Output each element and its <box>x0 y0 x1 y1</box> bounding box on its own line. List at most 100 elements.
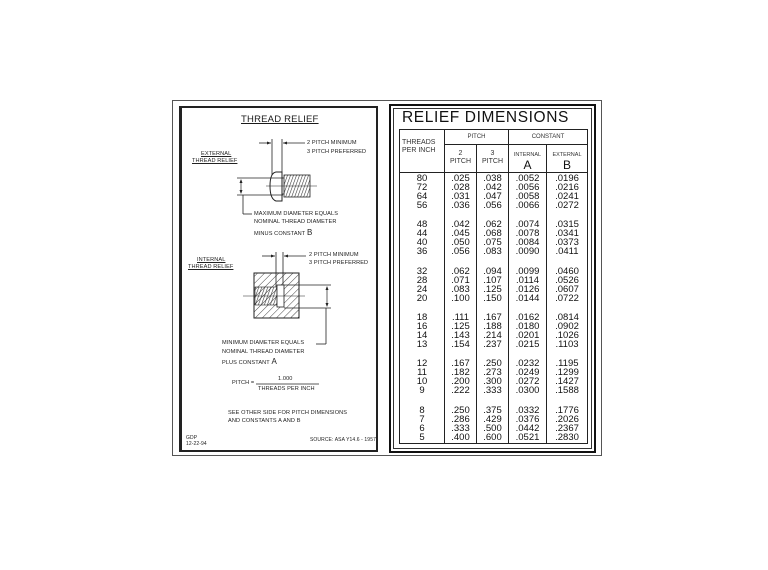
table-value: 5 <box>419 431 425 443</box>
pitch-2-cell: .111.125.143.154 <box>444 313 477 360</box>
table-value: 14 <box>416 330 428 342</box>
see-other-side-2: AND CONSTANTS A AND B <box>228 418 301 424</box>
table-value: .0180 <box>515 321 540 333</box>
table-value: .375 <box>483 404 502 416</box>
table-value: .0066 <box>515 200 540 211</box>
table-value: .1299 <box>555 367 579 379</box>
relief-dimensions-card <box>389 104 596 453</box>
table-value: .167 <box>451 358 470 370</box>
table-value: .0196 <box>555 173 579 184</box>
internal-note-2: NOMINAL THREAD DIAMETER <box>222 349 305 355</box>
table-value: .0902 <box>555 321 579 333</box>
constant-b-cell: .1776.2026.2367.2830 <box>546 404 588 444</box>
pitch-3-cell: .062.068.075.083 <box>476 220 509 267</box>
table-value: 40 <box>416 237 428 249</box>
table-value: .0052 <box>515 173 540 184</box>
table-value: .0084 <box>515 237 540 249</box>
table-value: .0201 <box>515 330 540 342</box>
table-value: .0078 <box>515 228 540 240</box>
header-pitch: PITCH <box>444 129 509 145</box>
external-label-2: THREAD RELIEF <box>192 158 238 164</box>
table-value: .429 <box>483 413 502 425</box>
table-value: .071 <box>451 274 470 286</box>
table-value: 80 <box>416 173 428 184</box>
table-value: .333 <box>451 422 470 434</box>
table-value: .036 <box>451 200 470 211</box>
table-value: 20 <box>416 292 428 304</box>
table-value: .400 <box>451 431 470 443</box>
table-value: .047 <box>483 191 502 202</box>
table-value: 32 <box>416 265 428 277</box>
external-note-1: MAXIMUM DIAMETER EQUALS <box>254 211 339 217</box>
table-value: .0056 <box>515 182 540 193</box>
table-value: .1776 <box>555 404 579 416</box>
pitch-2-cell: .042.045.050.056 <box>444 220 477 267</box>
table-value: .038 <box>483 173 502 184</box>
relief-dimensions-title: RELIEF DIMENSIONS <box>402 109 569 126</box>
table-value: 13 <box>416 339 428 351</box>
table-value: .0090 <box>515 246 540 258</box>
table-value: .0162 <box>515 312 540 324</box>
doc-date: 12-22-94 <box>186 441 207 447</box>
table-value: .237 <box>483 339 502 351</box>
table-value: .028 <box>451 182 470 193</box>
table-value: .0099 <box>515 265 540 277</box>
header-threads-per-inch: THREADS PER INCH <box>399 129 445 173</box>
table-value: 8 <box>419 404 425 416</box>
table-value: .0411 <box>555 246 579 258</box>
see-other-side-1: SEE OTHER SIDE FOR PITCH DIMENSIONS <box>228 410 348 416</box>
pitch-3-cell: .167.188.214.237 <box>476 312 509 360</box>
table-value: .083 <box>451 283 470 295</box>
table-value: 72 <box>416 182 428 193</box>
table-value: 24 <box>416 283 428 295</box>
table-value: .214 <box>483 330 502 342</box>
internal-relief-diagram <box>243 252 331 345</box>
table-value: .167 <box>483 312 502 324</box>
table-value: .0373 <box>555 237 579 249</box>
constant-b-cell: .0196.0216.0241.0272 <box>546 172 588 221</box>
external-note-2: NOMINAL THREAD DIAMETER <box>254 219 337 225</box>
pitch-3-cell: .038.042.047.056 <box>476 172 509 221</box>
table-value: .1427 <box>555 376 579 388</box>
table-value: .0332 <box>515 404 540 416</box>
table-value: .083 <box>483 246 502 258</box>
formula-lhs: PITCH = <box>232 380 255 386</box>
formula-denominator: THREADS PER INCH <box>258 386 315 392</box>
table-value: .0607 <box>555 283 579 295</box>
table-value: .273 <box>483 367 502 379</box>
table-value: 9 <box>419 385 425 397</box>
table-value: .042 <box>483 182 502 193</box>
table-value: .107 <box>483 274 502 286</box>
table-value: .0300 <box>515 385 540 397</box>
table-value: .075 <box>483 237 502 249</box>
table-value: .0814 <box>555 312 579 324</box>
table-value: .0058 <box>515 191 540 202</box>
relief-dimensions-inner-border <box>393 108 592 449</box>
table-value: .0249 <box>515 367 540 379</box>
constant-a-cell: .0332.0376.0442.0521 <box>508 404 547 444</box>
table-value: .1588 <box>555 385 579 397</box>
table-value: .0722 <box>555 292 579 304</box>
table-value: .250 <box>483 358 502 370</box>
constant-a-cell: .0232.0249.0272.0300 <box>508 359 547 406</box>
internal-label-2: THREAD RELIEF <box>188 264 234 270</box>
table-value: .0114 <box>515 274 540 286</box>
table-value: .125 <box>483 283 502 295</box>
table-value: .150 <box>483 292 502 304</box>
table-value: 16 <box>416 321 428 333</box>
source-note: SOURCE: ASA Y14.6 - 1957 <box>310 437 376 443</box>
constant-b-cell: .1195.1299.1427.1588 <box>546 359 588 406</box>
pitch-2-cell: .062.071.083.100 <box>444 267 477 314</box>
table-value: .0521 <box>515 431 540 443</box>
table-value: .154 <box>451 339 470 351</box>
